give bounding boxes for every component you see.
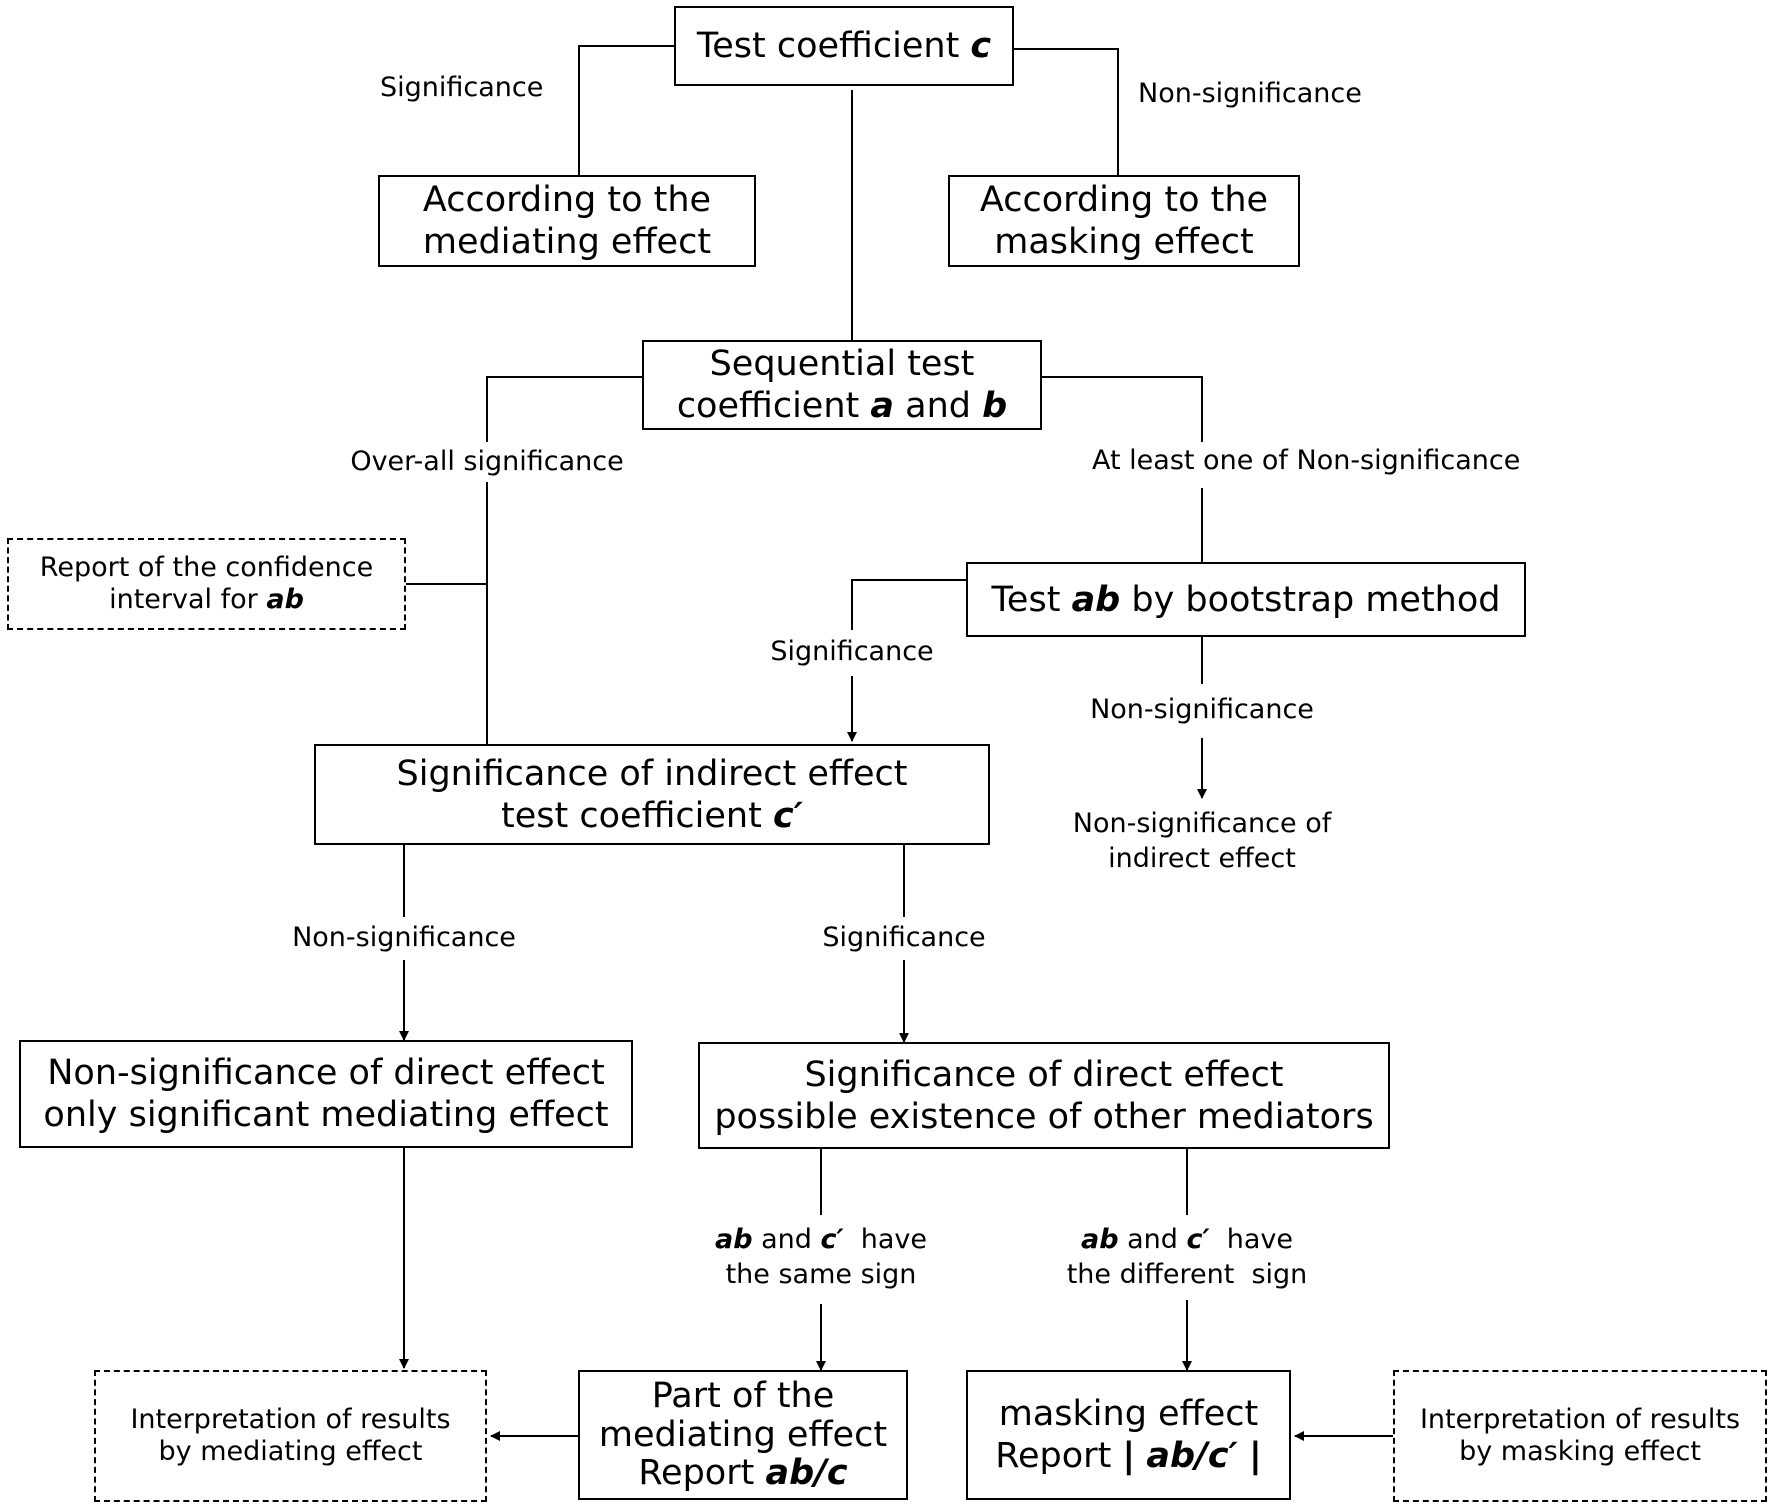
node-significance-direct-effect: Significance of direct effect possible e… — [698, 1042, 1390, 1149]
edge-label-different-sign: ab and c′ have the different sign — [1032, 1222, 1342, 1292]
node-line: only significant mediating effect — [43, 1095, 609, 1135]
var-ab: ab — [714, 1224, 753, 1255]
node-sequential-test: Sequential test coefficient a and b — [642, 340, 1042, 430]
node-text: Test — [991, 579, 1072, 620]
node-report-confidence-interval: Report of the confidence interval for ab — [7, 538, 406, 630]
var-c-prime: c′ — [820, 1224, 844, 1255]
var-a: a — [870, 386, 894, 426]
connector-testc-to-mediating — [578, 45, 674, 175]
node-test-coefficient-c: Test coefficient c — [674, 6, 1014, 86]
node-masking-effect-report: masking effect Report | ab/c′ | — [966, 1370, 1291, 1500]
node-interpretation-mediating: Interpretation of results by mediating e… — [94, 1370, 487, 1502]
node-line: According to the — [422, 180, 712, 220]
node-text: interval for — [109, 584, 267, 615]
node-line: According to the — [979, 180, 1269, 220]
node-according-mediating: According to the mediating effect — [378, 175, 756, 267]
edge-label-significance-top: Significance — [380, 72, 544, 103]
node-nonsignificance-indirect-effect: Non-significance of indirect effect — [1042, 806, 1362, 876]
edge-label-non-significance-indirect: Non-significance — [292, 922, 516, 953]
node-line: masking effect — [994, 222, 1254, 262]
node-text: and — [894, 386, 983, 426]
label-text: have — [1209, 1224, 1294, 1255]
node-text: test coefficient — [501, 795, 773, 836]
label-text: and — [752, 1224, 821, 1255]
node-line: Interpretation of results — [130, 1403, 451, 1435]
node-line: Non-significance of — [1072, 808, 1332, 839]
edge-label-same-sign: ab and c′ have the same sign — [666, 1222, 976, 1292]
var-ab: ab — [1071, 579, 1121, 620]
node-part-mediating-effect: Part of the mediating effect Report ab/c — [578, 1370, 908, 1500]
edge-label-significance-indirect: Significance — [822, 922, 986, 953]
node-line: Interpretation of results — [1419, 1403, 1741, 1435]
node-line: possible existence of other mediators — [714, 1096, 1374, 1137]
var-ab: ab — [266, 584, 304, 615]
node-line: Non-significance of direct effect — [47, 1053, 605, 1093]
connector-sequential-right — [1042, 376, 1203, 442]
node-text: by bootstrap method — [1120, 579, 1501, 620]
var-c-prime: c′ — [772, 795, 803, 836]
connector-testc-to-masking — [1014, 48, 1119, 175]
connector-sequential-left — [486, 376, 642, 442]
node-line: mediating effect — [422, 222, 712, 262]
node-line: masking effect — [998, 1394, 1259, 1434]
node-line: Significance of direct effect — [804, 1054, 1284, 1095]
abs-bar-left: | — [1122, 1436, 1136, 1476]
node-line: Report of the confidence — [39, 551, 374, 583]
var-c-prime: c′ — [1186, 1224, 1210, 1255]
label-line: the different sign — [1066, 1259, 1308, 1291]
var-ab-over-c: ab/c — [765, 1453, 848, 1494]
edge-label-non-significance-top: Non-significance — [1138, 78, 1362, 109]
node-text: Report — [638, 1453, 766, 1494]
node-line: Significance of indirect effect — [396, 753, 908, 794]
node-text: coefficient — [676, 386, 871, 426]
var-c: c — [970, 26, 992, 66]
var-ab-over-c-prime: ab/c′ — [1146, 1436, 1238, 1476]
var-ab: ab — [1080, 1224, 1119, 1255]
node-test-ab-bootstrap: Test ab by bootstrap method — [966, 562, 1526, 637]
node-text: Report — [995, 1436, 1123, 1476]
node-line: by masking effect — [1459, 1436, 1701, 1467]
label-text: and — [1118, 1224, 1187, 1255]
node-line: mediating effect — [598, 1414, 888, 1455]
node-according-masking: According to the masking effect — [948, 175, 1300, 267]
node-line: indirect effect — [1108, 843, 1296, 875]
node-nonsignificance-direct-effect: Non-significance of direct effect only s… — [19, 1040, 633, 1148]
connector-bootstrap-left — [851, 579, 966, 630]
node-line: Sequential test — [709, 344, 975, 384]
label-line: the same sign — [725, 1259, 917, 1291]
node-significance-indirect-effect: Significance of indirect effect test coe… — [314, 744, 990, 845]
edge-label-at-least-one: At least one of Non-significance — [1092, 445, 1521, 476]
var-b: b — [982, 386, 1008, 426]
node-text: Test coefficient — [696, 26, 971, 66]
node-line: Part of the — [651, 1376, 835, 1417]
node-interpretation-masking: Interpretation of results by masking eff… — [1393, 1370, 1767, 1502]
label-text: have — [843, 1224, 928, 1255]
node-line: by mediating effect — [158, 1436, 423, 1467]
edge-label-non-significance-bootstrap: Non-significance — [1090, 694, 1314, 725]
abs-bar-right: | — [1248, 1436, 1262, 1476]
edge-label-significance-bootstrap: Significance — [770, 636, 934, 667]
edge-label-overall-significance: Over-all significance — [350, 446, 624, 477]
